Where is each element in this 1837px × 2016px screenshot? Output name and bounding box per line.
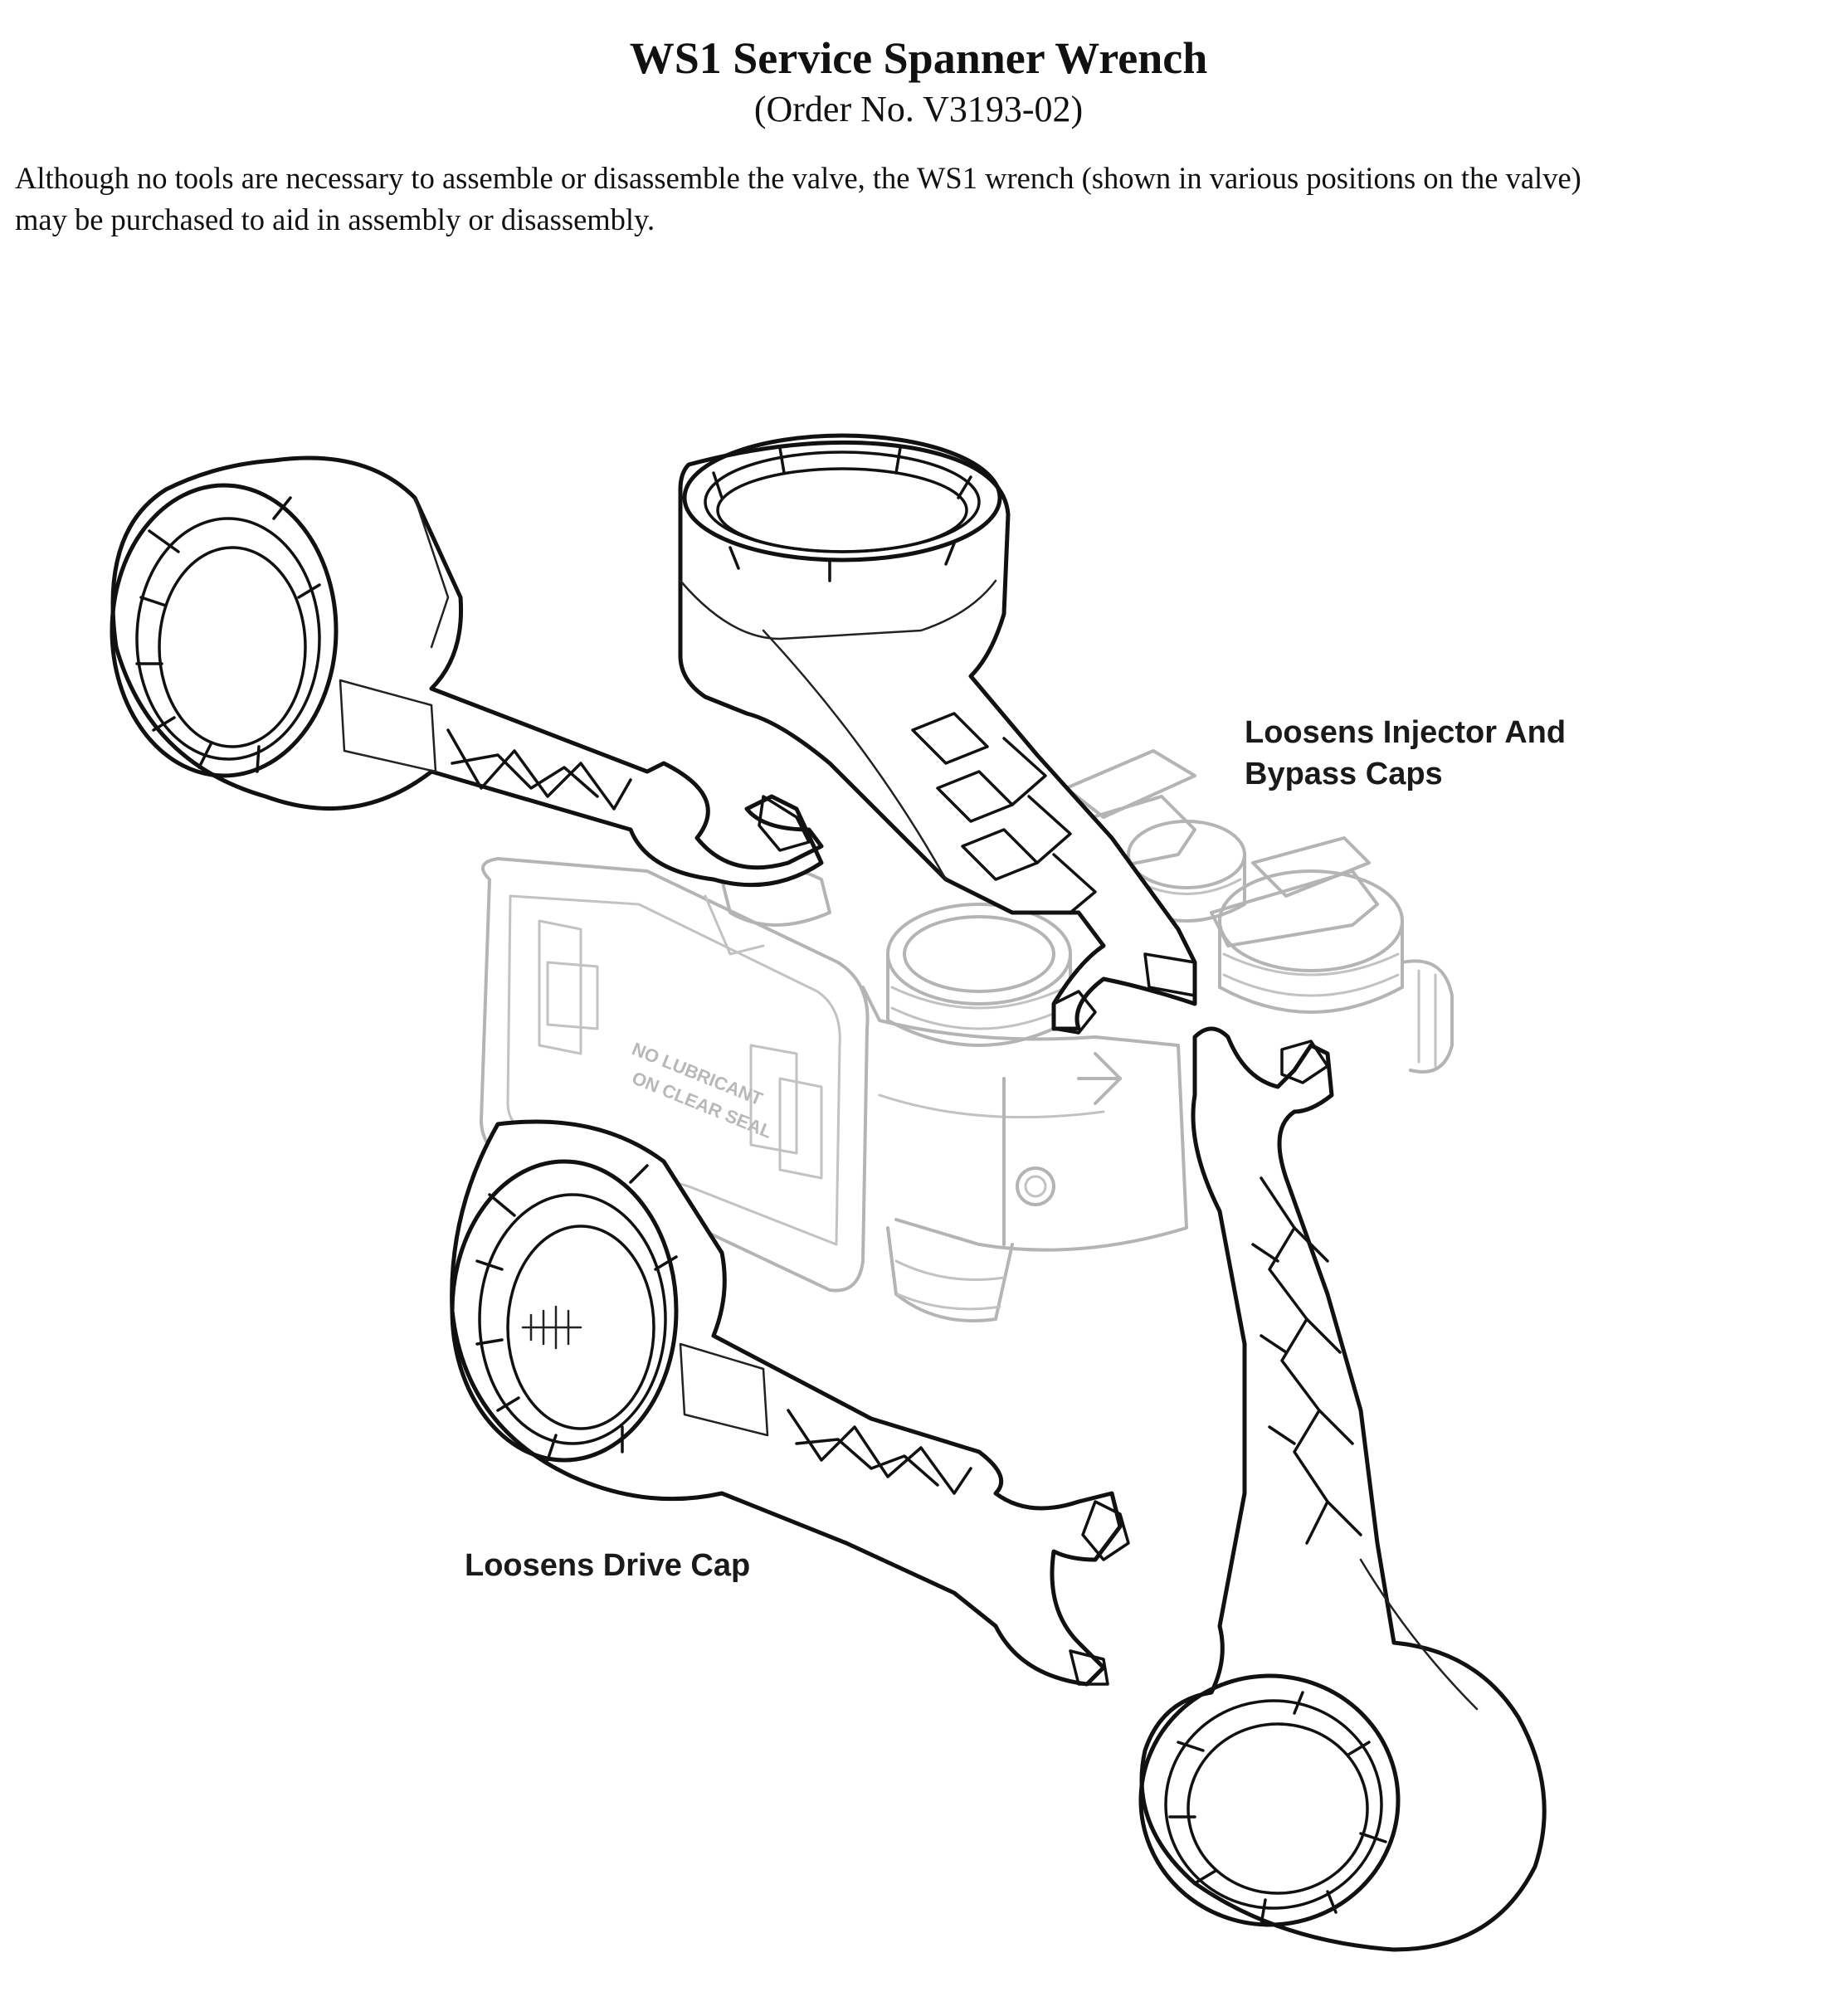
intro-line-1: Although no tools are necessary to assem… <box>15 161 1581 195</box>
intro-line-2: may be purchased to aid in assembly or d… <box>15 202 655 236</box>
drive-cap-callout: Loosens Drive Cap <box>465 1548 751 1583</box>
injector-callout-line-2: Bypass Caps <box>1245 757 1443 791</box>
wrench-lower-right <box>1138 1026 1547 1952</box>
order-number: (Order No. V3193-02) <box>753 89 1084 129</box>
wrench-upper-centre <box>678 433 1197 1035</box>
intro-paragraph: Although no tools are necessary to assem… <box>15 158 1824 241</box>
wrench-upper-left <box>110 455 824 888</box>
document-title: WS1 Service Spanner Wrench <box>629 33 1208 83</box>
injector-callout-line-1: Loosens Injector And <box>1245 715 1567 750</box>
wrench-lower-left <box>450 1119 1130 1687</box>
